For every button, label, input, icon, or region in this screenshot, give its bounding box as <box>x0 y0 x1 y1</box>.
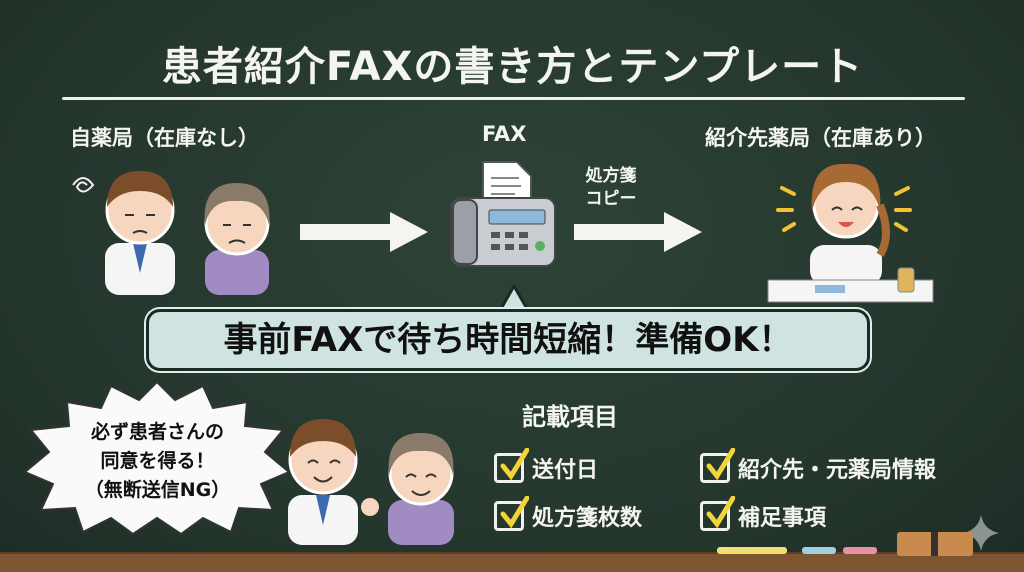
sparkle-lines-icon <box>776 186 912 232</box>
checklist-heading: 記載項目 <box>522 403 618 431</box>
arrow-right-icon <box>300 212 428 252</box>
arrow-label: 処方箋 コピー <box>576 165 646 211</box>
checklist-item: 処方箋枚数 <box>494 496 643 532</box>
checkbox-checked-icon <box>494 496 529 531</box>
source-pharmacy-label: 自薬局（在庫なし） <box>70 126 259 150</box>
checklist-item-label: 送付日 <box>532 458 599 483</box>
checklist-item-label: 補足事項 <box>738 506 827 531</box>
happy-pharmacist-illustration <box>767 163 934 303</box>
confused-scribble-icon <box>72 177 95 193</box>
arrow-label-line1: 処方箋 <box>585 166 637 186</box>
title-underline <box>62 97 965 100</box>
pharmacist-and-patient-worried-illustration <box>72 171 270 295</box>
warning-starburst <box>25 380 290 535</box>
warning-line2: 同意を得る！ <box>100 450 215 472</box>
arrow-label-line2: コピー <box>585 189 637 209</box>
checklist-item: 紹介先・元薬局情報 <box>700 448 937 484</box>
sparkle-icon <box>963 515 999 551</box>
warning-line1: 必ず患者さんの <box>90 421 224 443</box>
fax-label: FAX <box>482 122 527 146</box>
checklist-item: 補足事項 <box>700 496 827 532</box>
pharmacist-and-patient-smiling-illustration <box>288 419 454 545</box>
yellow-chalk <box>717 547 787 554</box>
arrow-right-icon <box>574 212 702 252</box>
checkbox-checked-icon <box>700 496 735 531</box>
checkbox-checked-icon <box>494 448 529 483</box>
blue-chalk <box>802 547 836 554</box>
destination-pharmacy-label: 紹介先薬局（在庫あり） <box>705 126 936 150</box>
warning-line3: （無断送信NG） <box>84 479 231 501</box>
page-title: 患者紹介FAXの書き方とテンプレート <box>161 44 864 90</box>
fax-machine-icon <box>450 161 556 267</box>
highlight-banner: 事前FAXで待ち時間短縮！準備OK！ <box>146 309 870 371</box>
warning-text: 必ず患者さんの 同意を得る！ （無断送信NG） <box>55 418 260 505</box>
eraser-icon <box>897 532 973 556</box>
banner-pointer <box>496 284 532 314</box>
checklist-item: 送付日 <box>494 448 599 484</box>
checkbox-checked-icon <box>700 448 735 483</box>
chalk-ledge <box>0 552 1024 572</box>
checklist-item-label: 紹介先・元薬局情報 <box>738 458 937 483</box>
pink-chalk <box>843 547 877 554</box>
checklist-item-label: 処方箋枚数 <box>532 506 643 531</box>
